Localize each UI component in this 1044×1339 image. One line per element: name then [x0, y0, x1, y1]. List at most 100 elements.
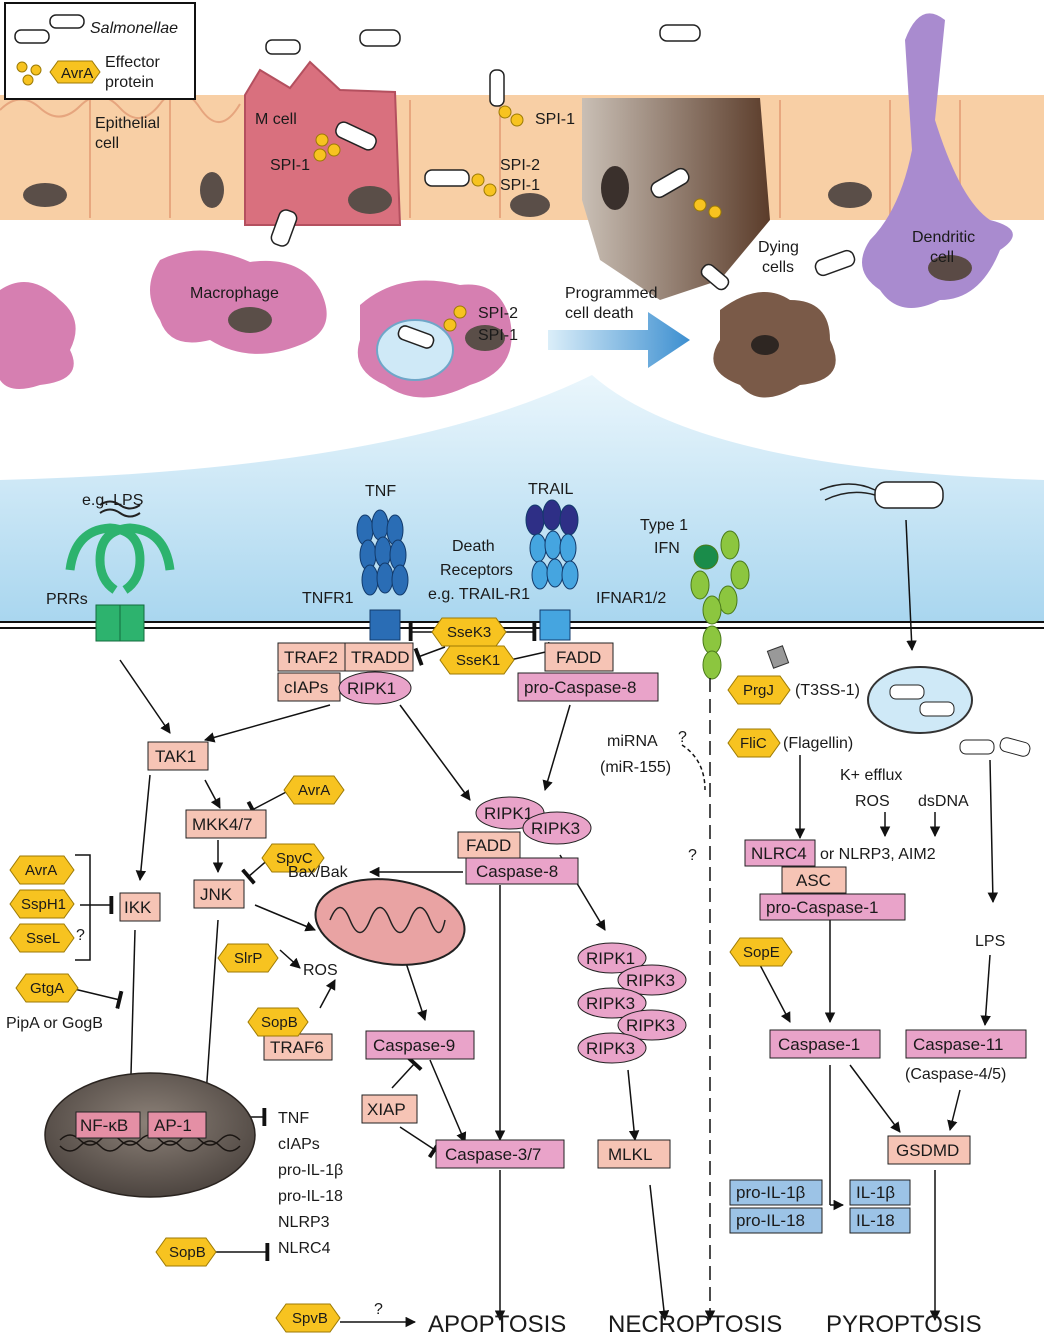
apoptosis-label: APOPTOSIS: [428, 1311, 566, 1338]
effector-ssek1: SseK1: [439, 645, 515, 675]
baxbak-label: Bax/Bak: [288, 864, 349, 881]
fadd-complex: FADD: [457, 831, 521, 859]
flagellin-label: (Flagellin): [783, 735, 853, 752]
cell-death-label: cell death: [565, 305, 634, 322]
svg-text:RIPK1: RIPK1: [484, 804, 533, 823]
spi1-label-2: SPI-1: [500, 177, 540, 194]
svg-text:NLRC4: NLRC4: [751, 844, 807, 863]
epithelial-cell-label-2: cell: [95, 135, 119, 152]
pro-il1b-box: pro-IL-1β: [729, 1179, 823, 1206]
dying-label: Dying: [758, 239, 799, 256]
svg-text:SseK1: SseK1: [456, 652, 500, 669]
asc-box: ASC: [781, 866, 847, 894]
svg-text:SopB: SopB: [261, 1014, 298, 1031]
svg-text:cIAPs: cIAPs: [284, 678, 328, 697]
target-ciaps: cIAPs: [278, 1136, 320, 1153]
legend: Salmonellae AvrA Effector protein: [4, 2, 196, 100]
effector-flic: FliC: [727, 728, 781, 758]
invading-bacterium: [819, 481, 944, 509]
legend-effector: Effector: [105, 54, 161, 71]
question-spvb: ?: [374, 1301, 383, 1318]
traf6-box: TRAF6: [263, 1033, 333, 1061]
transcription-targets: TNF cIAPs pro-IL-1β pro-IL-18 NLRP3 NLRC…: [278, 1110, 343, 1257]
effector-sope: SopE: [729, 937, 793, 967]
svg-text:Caspase-11: Caspase-11: [913, 1035, 1003, 1054]
pipa-gogb-label: PipA or GogB: [6, 1015, 103, 1032]
svg-text:SpvC: SpvC: [276, 850, 313, 867]
effector-ssek3: SseK3: [431, 617, 507, 647]
tak1-box: TAK1: [147, 741, 209, 771]
legend-avra: AvrA: [61, 65, 93, 82]
svg-text:RIPK3: RIPK3: [626, 971, 675, 990]
necrosome: RIPK1 RIPK3 RIPK3 RIPK3 RIPK3: [577, 942, 687, 1064]
svg-text:AP-1: AP-1: [154, 1116, 192, 1135]
spi1-label-3: SPI-1: [478, 327, 518, 344]
target-pro-il1b: pro-IL-1β: [278, 1162, 343, 1179]
ciaps-box: cIAPs: [277, 672, 341, 702]
il18-box: IL-18: [849, 1207, 911, 1234]
target-nlrc4: NLRC4: [278, 1240, 331, 1257]
svg-text:MKK4/7: MKK4/7: [192, 815, 252, 834]
dendritic-label: Dendritic: [912, 229, 975, 246]
type1-label: Type 1: [640, 517, 688, 534]
spi2-label-2: SPI-2: [478, 305, 518, 322]
m-cell-label: M cell: [255, 111, 297, 128]
dendritic-cell: [862, 13, 1013, 308]
ifn-label: IFN: [654, 540, 680, 557]
effector-prgj: PrgJ: [727, 675, 791, 705]
lps-label-2: LPS: [975, 933, 1005, 950]
svg-text:FADD: FADD: [556, 648, 601, 667]
svg-text:SseK3: SseK3: [447, 624, 491, 641]
target-nlrp3: NLRP3: [278, 1214, 330, 1231]
tnfr1-receptor: [356, 509, 409, 641]
question-mirna: ?: [678, 729, 687, 746]
svg-text:FADD: FADD: [466, 836, 511, 855]
svg-text:TAK1: TAK1: [155, 747, 196, 766]
tissue-scene: Epithelial cell M cell SPI-1 SPI-1 SPI-2…: [0, 13, 1044, 398]
effector-sopb-2: SopB: [155, 1237, 217, 1267]
effector-avra-2: AvrA: [9, 855, 75, 885]
svg-text:SseL: SseL: [26, 930, 60, 947]
mitochondrion: [314, 878, 466, 966]
pyroptosis-label: PYROPTOSIS: [826, 1311, 982, 1338]
spi1-label-mcell: SPI-1: [270, 157, 310, 174]
membrane-dome: [0, 375, 1044, 622]
svg-text:RIPK1: RIPK1: [347, 679, 396, 698]
svg-text:SspH1: SspH1: [21, 896, 66, 913]
legend-protein: protein: [105, 74, 154, 91]
receptors-label: Receptors: [440, 562, 513, 579]
svg-text:RIPK3: RIPK3: [626, 1016, 675, 1035]
programmed-cell-death-arrow: [548, 312, 690, 368]
spi1-label-1: SPI-1: [535, 111, 575, 128]
spi2-label-1: SPI-2: [500, 157, 540, 174]
svg-text:RIPK3: RIPK3: [531, 819, 580, 838]
question-ssel: ?: [76, 927, 85, 944]
ros-label-2: ROS: [855, 793, 890, 810]
procasp1-box: pro-Caspase-1: [759, 893, 906, 921]
svg-text:TRAF6: TRAF6: [270, 1038, 324, 1057]
svg-text:SpvB: SpvB: [292, 1310, 328, 1327]
svg-text:AvrA: AvrA: [298, 782, 330, 799]
svg-text:Caspase-9: Caspase-9: [373, 1036, 455, 1055]
svg-text:pro-Caspase-8: pro-Caspase-8: [524, 678, 636, 697]
svg-text:NF-κB: NF-κB: [80, 1116, 128, 1135]
ap1-box: AP-1: [147, 1111, 207, 1139]
ros-label: ROS: [303, 962, 338, 979]
svg-text:pro-IL-1β: pro-IL-1β: [736, 1183, 806, 1202]
effector-ssph1: SspH1: [9, 889, 75, 919]
ifnar-label: IFNAR1/2: [596, 590, 666, 607]
t3ss-label: (T3SS-1): [795, 682, 860, 699]
xiap-box: XIAP: [361, 1094, 418, 1124]
svg-text:Caspase-1: Caspase-1: [778, 1035, 860, 1054]
svg-text:SopB: SopB: [169, 1244, 206, 1261]
mlkl-box: MLKL: [597, 1139, 671, 1169]
death-receptor: [525, 499, 579, 641]
tnf-label: TNF: [365, 483, 396, 500]
effector-gtga: GtgA: [15, 973, 79, 1003]
tnfr1-label: TNFR1: [302, 590, 354, 607]
lps-label: e.g. LPS: [82, 492, 143, 509]
trail-label: TRAIL: [528, 481, 573, 498]
tradd-box: TRADD: [344, 642, 414, 672]
k-efflux-label: K+ efflux: [840, 767, 902, 784]
